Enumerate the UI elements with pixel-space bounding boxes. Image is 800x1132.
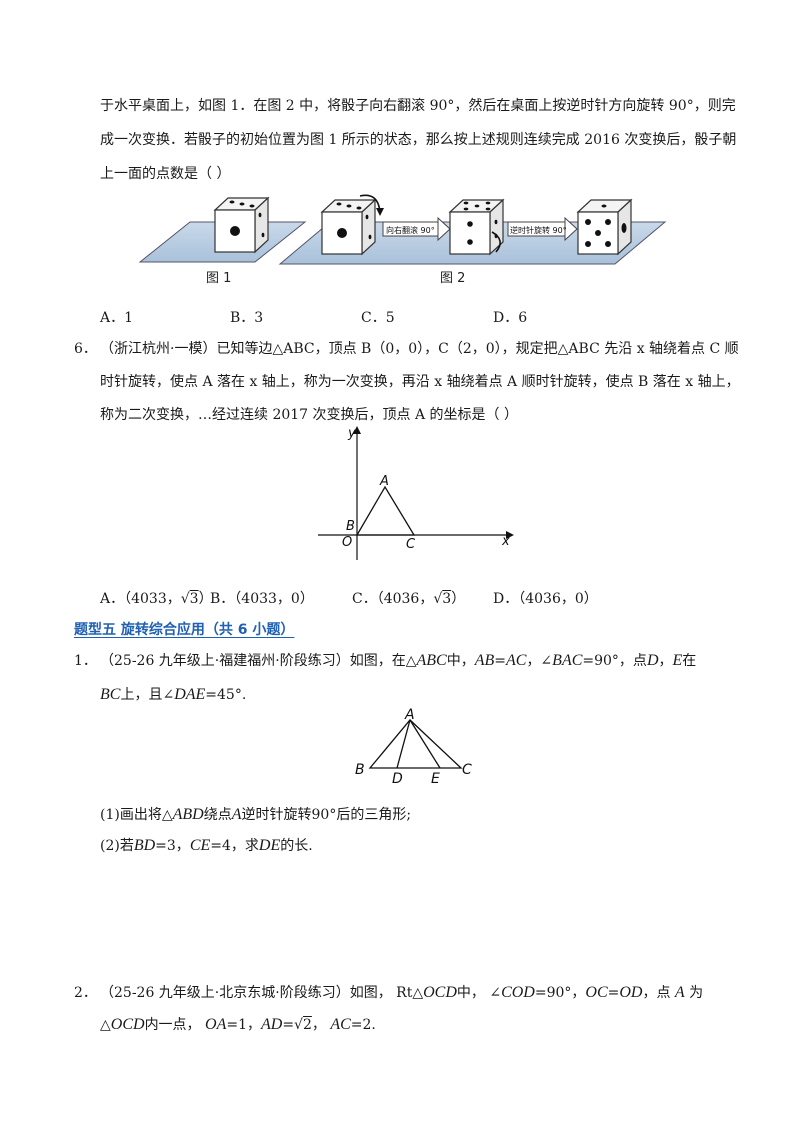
q5-option-b: B．3: [230, 310, 264, 326]
point-b-label: B: [346, 519, 355, 534]
arrow-rotate-ccw: 逆时针旋转 90°: [507, 216, 578, 242]
p2-number: 2．: [74, 985, 97, 1001]
p1-sub-question-2: (2)若BD=3，CE=4，求DE的长.: [100, 837, 313, 854]
point-c-label: C: [406, 537, 416, 552]
tri-point-a: A: [404, 707, 415, 723]
q5-option-c: C．5: [361, 310, 395, 326]
fig2-die-2: [448, 198, 505, 256]
point-o-label: O: [342, 535, 352, 550]
fig2-die-1: [320, 194, 384, 256]
p2-text-line1: （25-26 九年级上·北京东城·阶段练习）如图， Rt△OCD中， ∠COD=…: [100, 984, 704, 1001]
tri-point-d: D: [392, 771, 403, 787]
p1-number: 1．: [74, 653, 97, 669]
q6-text-line3: 称为二次变换，…经过连续 2017 次变换后，顶点 A 的坐标是（ ）: [100, 407, 518, 423]
p1-text-line1: （25-26 九年级上·福建福州·阶段练习）如图，在△ABC中，AB=AC，∠B…: [100, 652, 697, 669]
triangle-abc: [355, 485, 416, 536]
q5-text-line2: 成一次变换．若骰子的初始位置为图 1 所示的状态，那么按上述规则连续完成 201…: [100, 132, 737, 148]
fig2-die-3: [576, 198, 633, 256]
section-title: 题型五 旋转综合应用（共 6 小题）: [74, 622, 295, 638]
q6-option-c: C．（4036，√3）: [352, 591, 466, 607]
q6-text-line1: （浙江杭州·一模）已知等边△ABC，顶点 B（0，0），C（2，0），规定把△A…: [100, 341, 739, 357]
axis-x-label: x: [501, 534, 510, 549]
fig1-die: [213, 196, 270, 254]
q6-text-line2: 时针旋转，使点 A 落在 x 轴上，称为一次变换，再沿 x 轴绕着点 A 顺时针…: [100, 374, 740, 390]
fig2-label: 图 2: [440, 271, 465, 286]
q6-number: 6．: [74, 341, 97, 357]
tri-point-c: C: [462, 762, 472, 778]
q6-option-b: B．（4033，0）: [210, 591, 314, 607]
arrow1-label: 向右翻滚 90°: [386, 225, 435, 235]
q6-option-d: D．（4036，0）: [493, 591, 598, 607]
q5-option-a: A．1: [100, 310, 134, 326]
tri-point-b: B: [355, 762, 365, 778]
p2-text-line2: △OCD内一点， OA=1，AD=√2， AC=2.: [100, 1016, 376, 1033]
tri-point-e: E: [431, 771, 440, 787]
arrow2-label: 逆时针旋转 90°: [510, 225, 567, 235]
q5-text-line3: 上一面的点数是（ ）: [100, 166, 231, 182]
q5-option-d: D．6: [493, 310, 528, 326]
p1-sub-question-1: (1)画出将△ABD绕点A逆时针旋转90°后的三角形;: [100, 806, 412, 823]
axis-y-label: y: [347, 426, 356, 441]
fig1-label: 图 1: [206, 271, 231, 286]
point-a-label: A: [379, 474, 389, 489]
p1-text-line2: BC上，且∠DAE=45°.: [100, 686, 247, 703]
q6-option-a: A．（4033，√3）: [100, 591, 213, 607]
q5-text-line1: 于水平桌面上，如图 1．在图 2 中，将骰子向右翻滚 90°，然后在桌面上按逆时…: [100, 98, 736, 114]
arrow-roll-right: 向右翻滚 90°: [382, 216, 451, 242]
